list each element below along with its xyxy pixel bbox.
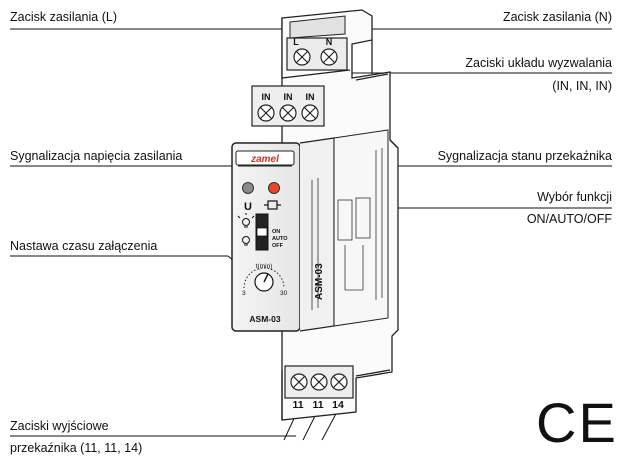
power-led <box>242 182 254 194</box>
knob-label: t(min) <box>256 263 273 270</box>
function-switch-handle[interactable] <box>256 227 268 237</box>
callout-power-led: Sygnalizacja napięcia zasilania <box>10 149 183 163</box>
light-on-icon <box>237 213 255 228</box>
terminal-in-label: IN <box>262 92 271 102</box>
callout-trigger-terminals-list: (IN, IN, IN) <box>552 79 612 93</box>
time-knob[interactable] <box>243 267 285 292</box>
terminal-out-label: 11 <box>312 399 323 411</box>
model-label-side: ASM-03 <box>314 263 325 300</box>
ce-mark: CE <box>536 391 618 454</box>
power-led-label: U <box>244 201 252 213</box>
terminal-in-label: IN <box>306 92 315 102</box>
terminal-n-label: N <box>326 37 333 47</box>
knob-min-label: 3 <box>242 290 246 297</box>
callout-trigger-terminals: Zaciski układu wyzwalania <box>465 56 612 70</box>
callout-function-select: Wybór funkcji <box>537 190 612 204</box>
callout-time-setting: Nastawa czasu załączenia <box>10 239 158 253</box>
top-terminal-block <box>286 15 348 71</box>
callout-output-terminals: Zaciski wyjściowe <box>10 419 109 433</box>
model-label-front: ASM-03 <box>249 314 280 324</box>
switch-on-label: ON <box>272 229 280 235</box>
callout-power-terminal-n: Zacisk zasilania (N) <box>502 10 612 24</box>
output-terminal-block <box>284 365 354 399</box>
front-panel <box>231 129 389 332</box>
callout-relay-led: Sygnalizacja stanu przekaźnika <box>437 149 612 163</box>
brand-logo: zamel <box>250 154 279 165</box>
switch-auto-label: AUTO <box>272 236 288 242</box>
terminal-l-label: L <box>293 37 299 47</box>
knob-max-label: 30 <box>280 290 288 297</box>
callout-function-options: ON/AUTO/OFF <box>526 212 612 226</box>
light-off-icon <box>242 236 250 246</box>
callout-power-terminal-l: Zacisk zasilania (L) <box>10 10 117 24</box>
terminal-out-label: 14 <box>332 399 344 411</box>
terminal-out-label: 11 <box>292 399 303 411</box>
relay-symbol-icon <box>264 200 281 210</box>
terminal-in-label: IN <box>284 92 293 102</box>
callout-output-terminals-list: przekaźnika (11, 11, 14) <box>10 441 143 455</box>
input-terminal-block <box>251 85 325 127</box>
relay-led <box>268 182 280 194</box>
switch-off-label: OFF <box>272 243 284 249</box>
